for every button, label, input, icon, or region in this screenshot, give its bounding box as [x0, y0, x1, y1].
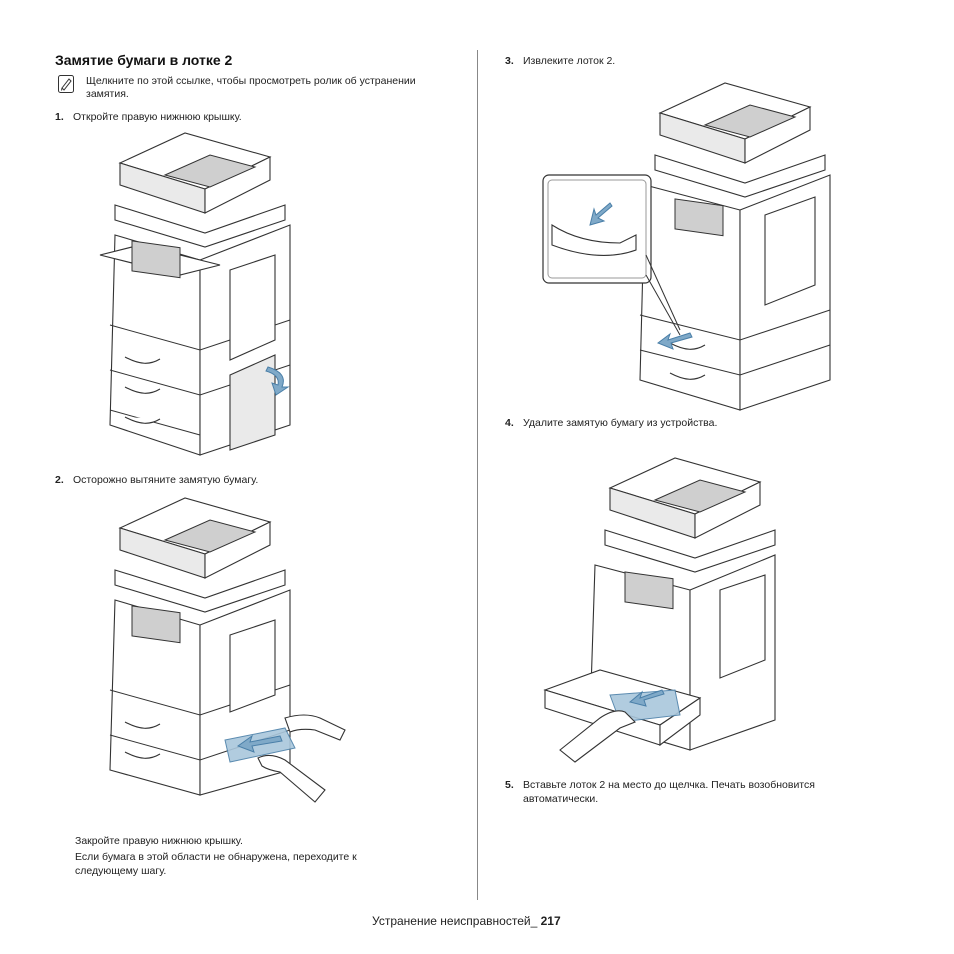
step-1: 1. Откройте правую нижнюю крышку.	[55, 110, 242, 124]
footer-section-label: Устранение неисправностей_	[372, 914, 538, 928]
figure-open-right-cover	[99, 132, 291, 456]
step-3: 3. Извлеките лоток 2.	[505, 54, 615, 68]
step-text: Извлеките лоток 2.	[523, 55, 616, 67]
step-4: 4. Удалите замятую бумагу из устройства.	[505, 416, 717, 430]
step-text: Откройте правую нижнюю крышку.	[73, 111, 242, 123]
section-title: Замятие бумаги в лотке 2	[55, 52, 233, 68]
step-number: 3.	[505, 55, 514, 67]
note-link-text[interactable]: Щелкните по этой ссылке, чтобы просмотре…	[86, 75, 416, 100]
step-2: 2. Осторожно вытяните замятую бумагу.	[55, 473, 258, 487]
video-note-icon[interactable]	[58, 75, 74, 93]
figure-remove-tray-2	[542, 82, 831, 411]
close-cover-text: Закройте правую нижнюю крышку.	[75, 835, 243, 847]
step-number: 2.	[55, 474, 64, 486]
step-text: Удалите замятую бумагу из устройства.	[523, 417, 718, 429]
page-number: 217	[540, 914, 561, 928]
step-number: 4.	[505, 417, 514, 429]
step-text: Осторожно вытяните замятую бумагу.	[73, 474, 259, 486]
figure-pull-jammed-paper	[109, 497, 346, 803]
step-number: 1.	[55, 111, 64, 123]
step-number: 5.	[505, 779, 514, 791]
figure-remove-paper-from-tray	[543, 457, 776, 763]
next-step-text: Если бумага в этой области не обнаружена…	[75, 851, 357, 877]
page-footer: Устранение неисправностей_ 217	[372, 914, 561, 928]
step-5: 5. Вставьте лоток 2 на место до щелчка. П…	[505, 778, 865, 806]
step-text: Вставьте лоток 2 на место до щелчка. Печ…	[523, 779, 815, 805]
column-divider	[477, 50, 478, 900]
